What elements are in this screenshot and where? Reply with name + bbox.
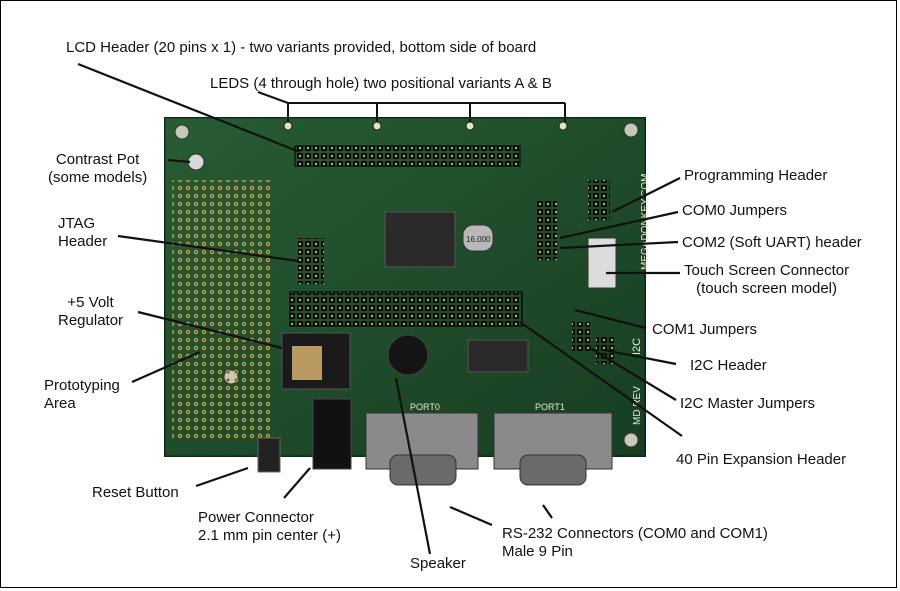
- label-leds: LEDS (4 through hole) two positional var…: [210, 75, 552, 92]
- label-expansion-header: 40 Pin Expansion Header: [676, 451, 847, 468]
- label-jtag-line1: JTAG: [58, 215, 96, 232]
- expansion-header-40pin: [289, 291, 523, 327]
- leader-jtag: [117, 234, 299, 263]
- label-reset-button: Reset Button: [92, 484, 179, 501]
- power-jack: [312, 398, 352, 470]
- leader-expansion: [519, 321, 683, 437]
- reset-button-body: [257, 437, 281, 473]
- contrast-pot: [187, 153, 205, 171]
- leader-rs232-b: [542, 504, 553, 519]
- label-lcd-header: LCD Header (20 pins x 1) - two variants …: [66, 39, 537, 56]
- label-rs232: RS-232 Connectors (COM0 and COM1) Male 9…: [502, 525, 768, 561]
- label-jtag-header: JTAG Header: [58, 215, 107, 251]
- mounting-hole-tl: [174, 124, 190, 140]
- label-regulator-line1: +5 Volt: [67, 294, 114, 311]
- programming-header-pins: [588, 180, 610, 220]
- speaker-disc: [387, 334, 429, 376]
- leader-rs232-a: [449, 505, 493, 527]
- leader-programming: [611, 177, 681, 213]
- leader-regulator: [137, 310, 283, 350]
- label-contrast-pot-line1: Contrast Pot: [55, 151, 140, 168]
- line-driver-chip: [467, 339, 529, 373]
- leader-i2c-master: [589, 347, 677, 401]
- silk-url: MEGADONKEY.COM: [640, 174, 651, 271]
- silk-crystal: 16.000: [466, 235, 491, 244]
- leader-com0: [559, 210, 679, 240]
- leader-com1: [574, 308, 647, 330]
- label-rs232-line1: RS-232 Connectors (COM0 and COM1): [502, 525, 768, 542]
- mounting-hole-br: [623, 432, 639, 448]
- label-power-connector: Power Connector 2.1 mm pin center (+): [198, 509, 341, 545]
- silk-port1: PORT1: [535, 402, 565, 412]
- jtag-header-pins: [298, 238, 324, 284]
- label-com0-jumpers: COM0 Jumpers: [682, 202, 788, 219]
- label-power-line2: 2.1 mm pin center (+): [198, 527, 341, 544]
- leader-i2c: [603, 348, 677, 366]
- leader-prototyping: [131, 350, 201, 384]
- silk-i2c: I2C: [631, 338, 643, 355]
- label-power-line1: Power Connector: [198, 509, 314, 526]
- leader-lcd: [77, 62, 301, 154]
- label-i2c-master: I2C Master Jumpers: [680, 395, 816, 412]
- label-programming-header: Programming Header: [684, 167, 828, 184]
- microcontroller-chip: [384, 211, 456, 268]
- com0-jumpers-pins: [535, 200, 557, 260]
- label-jtag-line2: Header: [58, 233, 108, 250]
- label-touch-line1: Touch Screen Connector: [684, 262, 850, 279]
- label-rs232-line2: Male 9 Pin: [502, 543, 573, 560]
- leader-contrast: [167, 158, 191, 164]
- leader-speaker: [394, 377, 432, 555]
- leader-com2: [559, 240, 679, 250]
- led-1: [283, 121, 293, 131]
- label-regulator-line2: Regulator: [58, 312, 124, 329]
- label-com2-header: COM2 (Soft UART) header: [682, 234, 862, 251]
- com1-jumpers-pins: [572, 322, 590, 352]
- db9-com1-shell: [519, 454, 587, 486]
- label-speaker: Speaker: [410, 555, 466, 572]
- regulator-tab: [292, 346, 322, 380]
- mounting-hole-tr: [623, 122, 639, 138]
- label-contrast-pot: Contrast Pot (some models): [48, 151, 147, 187]
- leader-lines: [77, 62, 683, 555]
- label-com1-jumpers: COM1 Jumpers: [652, 321, 758, 338]
- label-prototyping-line1: Prototyping: [44, 377, 120, 394]
- leader-reset: [195, 466, 249, 488]
- label-contrast-pot-line2: (some models): [48, 169, 148, 186]
- leader-power: [283, 467, 311, 499]
- label-i2c-header: I2C Header: [690, 357, 767, 374]
- label-prototyping-line2: Area: [44, 395, 76, 412]
- prototyping-area-holes: [172, 180, 270, 440]
- led-3: [465, 121, 475, 131]
- crystal: [462, 224, 494, 252]
- led-2: [372, 121, 382, 131]
- label-prototyping: Prototyping Area: [44, 377, 120, 413]
- leds-bracket: [257, 91, 566, 122]
- lcd-header-strip: [294, 145, 521, 167]
- db9-com0-shell: [389, 454, 457, 486]
- label-regulator: +5 Volt Regulator: [58, 294, 123, 330]
- led-4: [558, 121, 568, 131]
- label-touch-line2: (touch screen model): [696, 280, 837, 297]
- label-touch-screen: Touch Screen Connector (touch screen mod…: [684, 262, 849, 298]
- silk-port0: PORT0: [410, 402, 440, 412]
